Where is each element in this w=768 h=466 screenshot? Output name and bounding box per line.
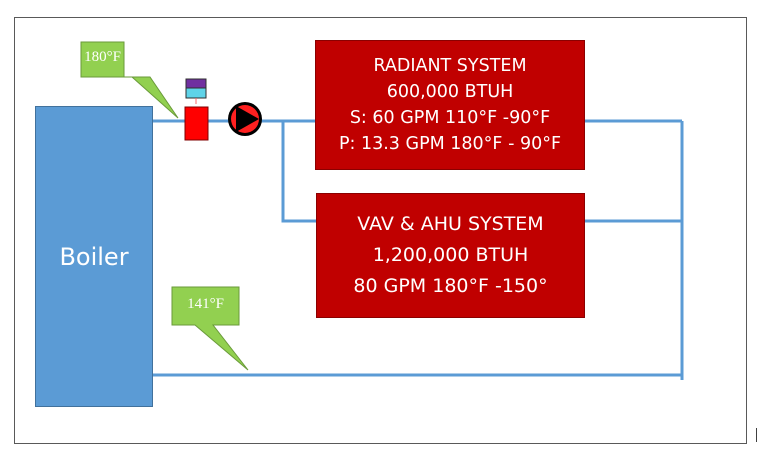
return-temp-label: 141°F <box>187 296 224 312</box>
text-cursor <box>756 428 757 442</box>
vav-branch-pipe <box>281 121 316 223</box>
vav-line-1: VAV & AHU SYSTEM <box>357 213 544 235</box>
pump-icon <box>228 102 262 136</box>
vav-line-2: 1,200,000 BTUH <box>372 244 529 266</box>
expansion-tank-bottom <box>185 87 207 99</box>
return-temp-callout <box>171 286 249 371</box>
radiant-line-4: P: 13.3 GPM 180°F - 90°F <box>338 134 562 154</box>
supply-temp-callout <box>80 41 179 119</box>
supply-temp-label: 180°F <box>84 49 121 65</box>
radiant-line-3: S: 60 GPM 110°F -90°F <box>349 108 551 128</box>
boiler-label: Boiler <box>59 242 129 271</box>
vav-ahu-system-box: VAV & AHU SYSTEM 1,200,000 BTUH 80 GPM 1… <box>316 193 585 318</box>
vav-line-3: 80 GPM 180°F -150° <box>353 275 548 297</box>
radiant-line-2: 600,000 BTUH <box>386 82 514 102</box>
expansion-tank-top <box>185 78 207 89</box>
boiler: Boiler <box>35 106 153 407</box>
radiant-system-box: RADIANT SYSTEM 600,000 BTUH S: 60 GPM 11… <box>315 40 585 170</box>
radiant-line-1: RADIANT SYSTEM <box>373 56 527 76</box>
air-separator <box>184 106 209 141</box>
